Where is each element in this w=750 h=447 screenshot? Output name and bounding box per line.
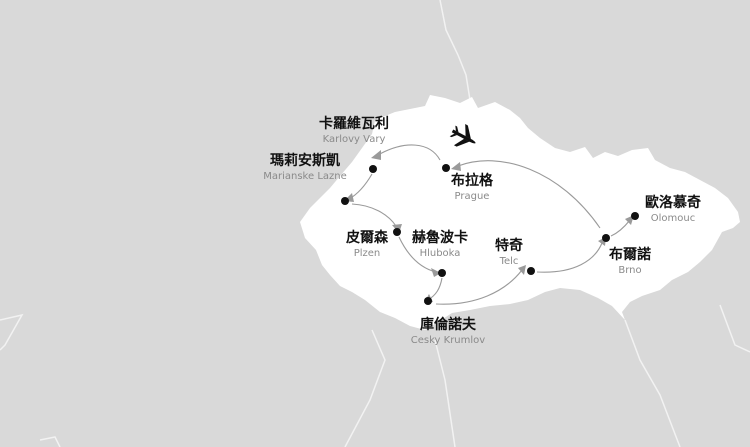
city-label-brno: 布爾諾 Brno: [600, 247, 660, 277]
route-brno-prague: [457, 160, 601, 229]
city-name-en: Marianske Lazne: [263, 171, 347, 182]
route-cesky-krumlov-telc: [435, 269, 523, 305]
city-name-en: Karlovy Vary: [322, 134, 386, 145]
dot-telc: [527, 267, 535, 275]
dot-marianske-lazne: [341, 197, 349, 205]
route-marianske-plzen: [351, 203, 397, 227]
dot-hluboka: [438, 269, 446, 277]
dot-brno: [602, 234, 610, 242]
city-label-hluboka: 赫魯波卡 Hluboka: [405, 230, 475, 260]
city-name-cn: 布拉格: [451, 173, 493, 189]
dot-olomouc: [631, 212, 639, 220]
city-label-marianske-lazne: 瑪莉安斯凱 Marianske Lazne: [255, 153, 355, 183]
city-label-cesky-krumlov: 庫倫諾夫 Cesky Krumlov: [400, 317, 496, 347]
city-name-en: Prague: [454, 191, 490, 202]
city-name-cn: 歐洛慕奇: [645, 195, 701, 211]
city-label-olomouc: 歐洛慕奇 Olomouc: [633, 195, 713, 225]
city-label-prague: 布拉格 Prague: [437, 173, 507, 203]
airplane-icon: [449, 124, 476, 147]
czech-republic-shape: [300, 95, 740, 330]
city-name-cn: 瑪莉安斯凱: [270, 153, 340, 169]
dot-cesky-krumlov: [424, 297, 432, 305]
dot-prague: [442, 164, 450, 172]
city-name-cn: 特奇: [495, 238, 523, 254]
dot-karlovy-vary: [369, 165, 377, 173]
city-name-cn: 庫倫諾夫: [420, 317, 476, 333]
route-prague-karlovy-vary: [377, 144, 441, 161]
city-name-en: Olomouc: [650, 213, 696, 224]
city-label-karlovy-vary: 卡羅維瓦利 Karlovy Vary: [309, 116, 399, 146]
city-name-en: Brno: [618, 265, 642, 276]
city-name-en: Telc: [499, 256, 519, 267]
city-name-cn: 卡羅維瓦利: [319, 116, 389, 132]
dot-plzen: [393, 228, 401, 236]
city-name-cn: 皮爾森: [346, 230, 388, 246]
city-name-en: Hluboka: [419, 248, 461, 259]
city-name-cn: 布爾諾: [609, 247, 651, 263]
city-name-cn: 赫魯波卡: [412, 230, 468, 246]
route-telc-brno: [536, 242, 603, 273]
city-name-en: Plzen: [353, 248, 381, 259]
city-dots: [341, 164, 639, 305]
city-label-telc: 特奇 Telc: [484, 238, 534, 268]
city-name-en: Cesky Krumlov: [410, 335, 486, 346]
city-label-plzen: 皮爾森 Plzen: [337, 230, 397, 260]
